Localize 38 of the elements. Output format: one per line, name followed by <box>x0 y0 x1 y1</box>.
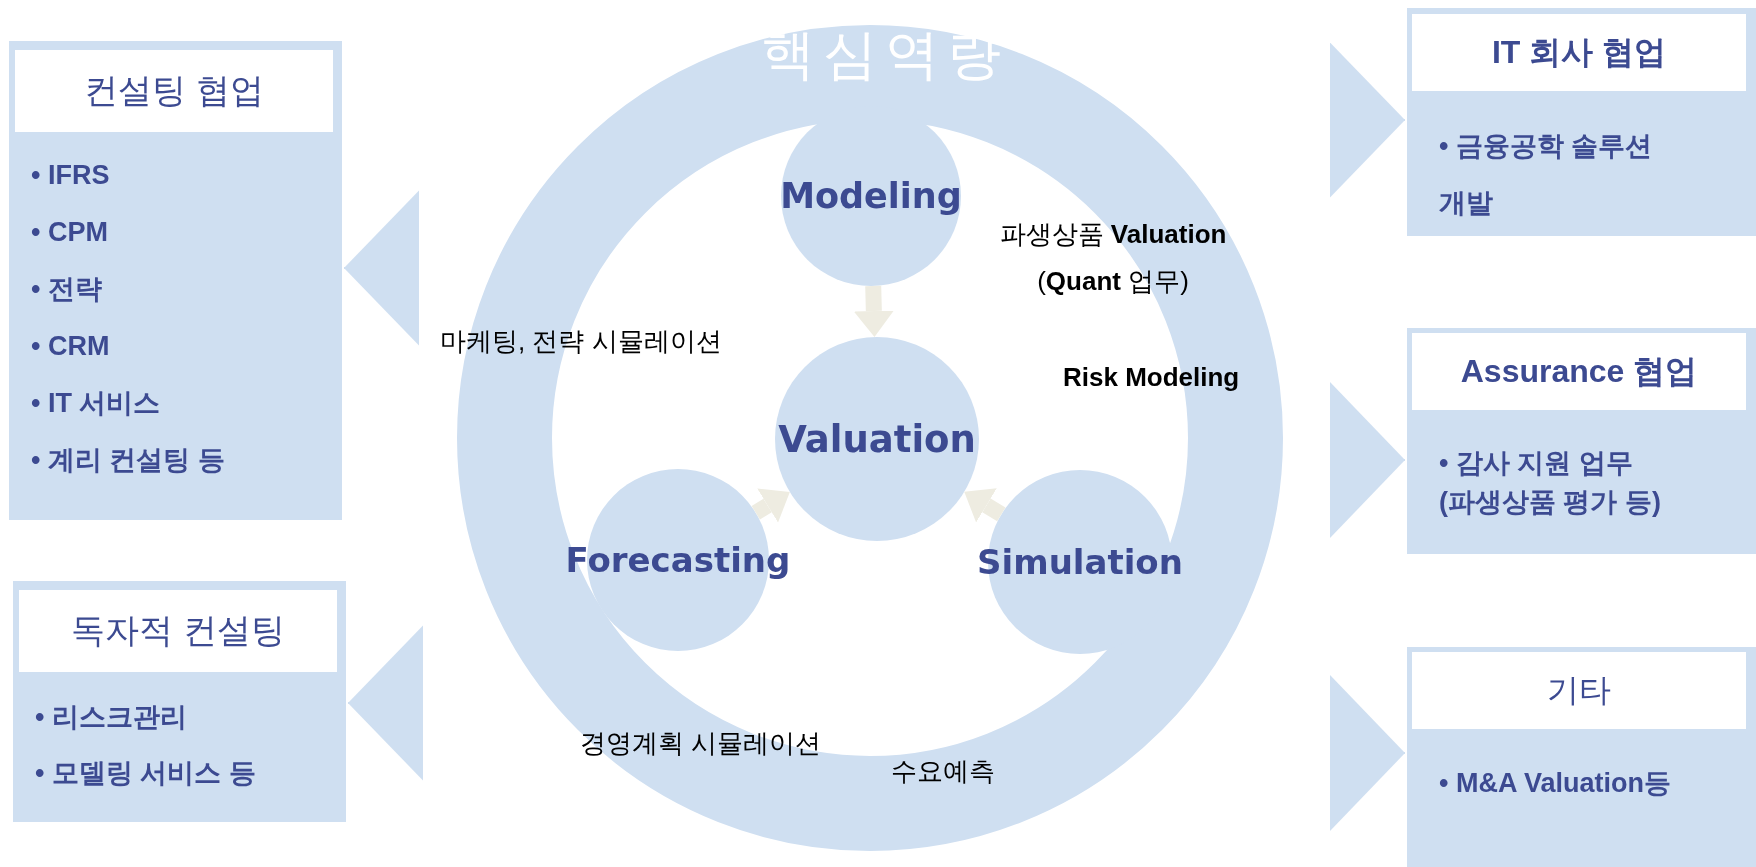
annotation-text: 경영계획 시뮬레이션 <box>580 727 823 760</box>
node-label: Valuation <box>778 417 976 461</box>
panel <box>9 41 342 520</box>
panel-header: 독자적 컨설팅 <box>19 590 337 672</box>
triangle-arrow <box>1329 675 1406 831</box>
panel <box>13 581 346 822</box>
node-label: Simulation <box>977 542 1183 582</box>
list-item: • M&A Valuation등 <box>1439 767 1672 800</box>
block-arrow <box>751 488 790 523</box>
list-item: • 감사 지원 업무 (파생상품 평가 등) <box>1439 447 1662 519</box>
list-item: • CPM <box>31 216 109 249</box>
panel-header: 컨설팅 협업 <box>15 50 333 132</box>
list-item: • 리스크관리 <box>35 701 188 734</box>
node-label: Forecasting <box>565 540 791 580</box>
triangle-arrow <box>343 190 420 346</box>
annotation-text: 파생상품 Valuation (Quant 업무) <box>998 218 1228 298</box>
triangle-arrow <box>347 625 424 781</box>
block-arrow <box>853 285 894 338</box>
panel-header: Assurance 협업 <box>1412 333 1746 410</box>
list-item: • IT 서비스 <box>31 387 162 420</box>
list-item: • 금융공학 솔루션 개발 <box>1439 130 1654 220</box>
panel <box>1407 328 1756 554</box>
triangle-arrow <box>1329 382 1406 538</box>
annotation-text: Risk Modeling <box>1063 361 1241 394</box>
list-item: • IFRS <box>31 159 111 192</box>
block-arrow <box>964 488 1006 523</box>
panel <box>1407 8 1756 236</box>
annotation-text: 마케팅, 전략 시뮬레이션 <box>440 325 723 358</box>
list-item: • 계리 컨설팅 등 <box>31 444 226 477</box>
panel <box>1407 647 1756 867</box>
panel-header: 기타 <box>1412 652 1746 729</box>
panel-header: IT 회사 협업 <box>1412 14 1746 91</box>
annotation-text: 수요예측 <box>891 755 996 788</box>
list-item: • 전략 <box>31 273 103 306</box>
list-item: • 모델링 서비스 등 <box>35 757 257 790</box>
node-label: Modeling <box>780 176 962 216</box>
triangle-arrow <box>1329 42 1406 198</box>
list-item: • CRM <box>31 330 111 363</box>
